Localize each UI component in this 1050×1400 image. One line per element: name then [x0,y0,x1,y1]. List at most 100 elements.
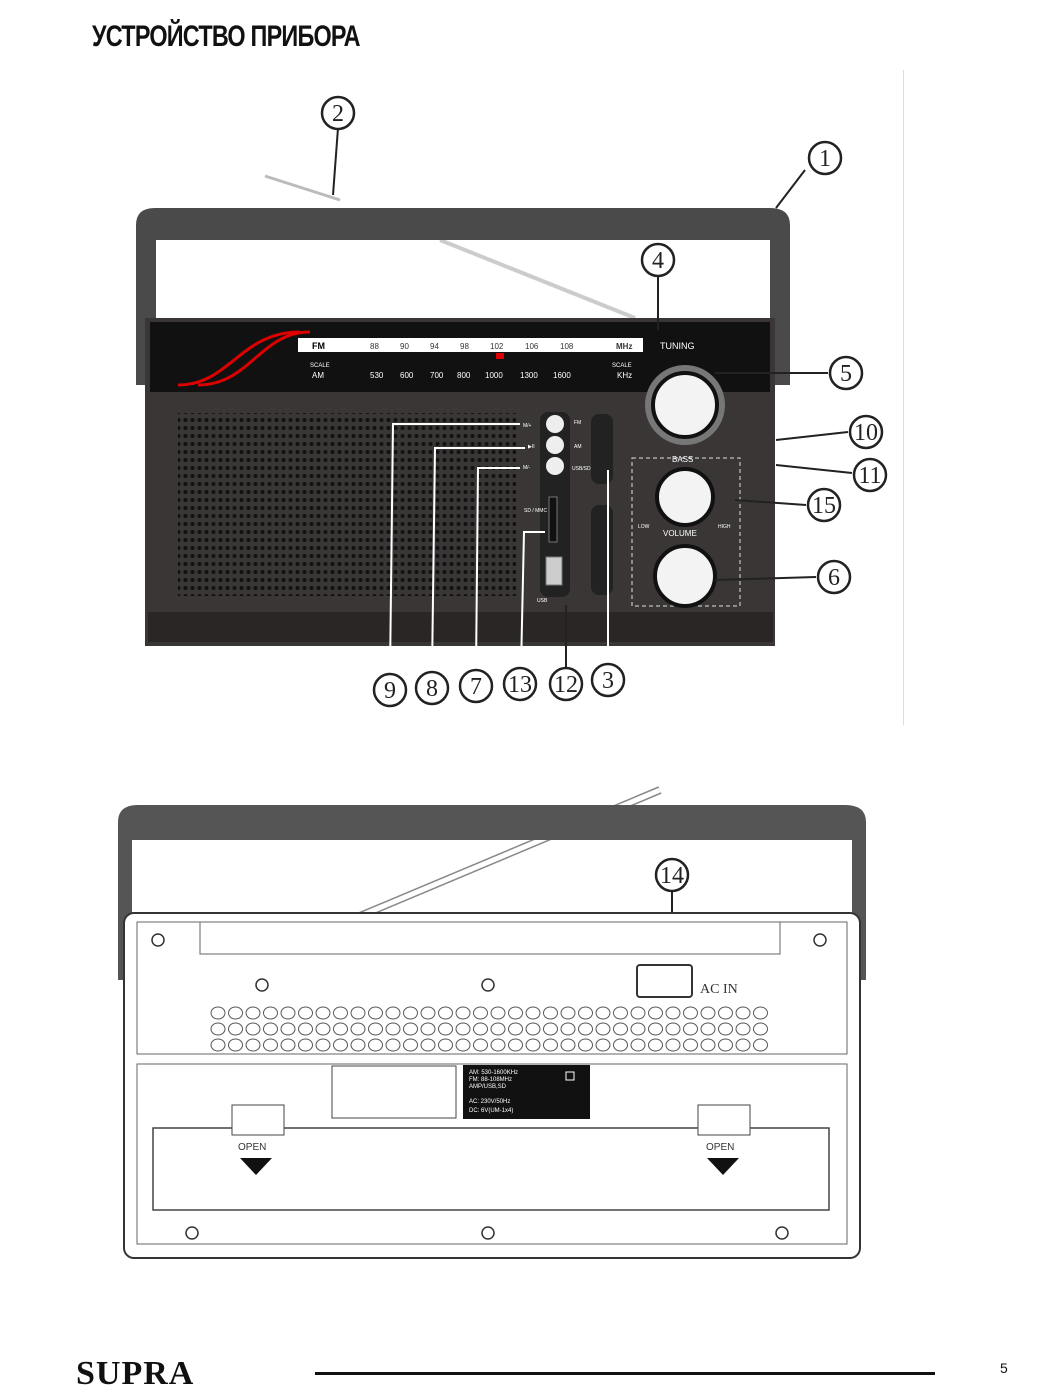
vent-hole [578,1006,593,1020]
vent-hole [420,1006,436,1020]
band-switch[interactable] [591,414,613,484]
footer-rule [315,1372,935,1375]
blank-plate [331,1065,457,1119]
vent-hole [420,1022,436,1036]
vent-hole [280,1022,296,1036]
vent-hole [385,1006,401,1020]
m-minus-button[interactable] [546,457,564,475]
callout-13: 13 [502,666,538,702]
vent-hole [595,1038,611,1052]
vent-hole [280,1038,296,1052]
button-label: M/- [523,465,531,471]
vent-hole [350,1038,366,1052]
fm-tick: 90 [400,342,409,351]
spec-line: DC: 6V(UM-1x4) [469,1108,513,1114]
vent-hole [490,1006,506,1020]
vent-hole [560,1038,576,1052]
vent-hole [455,1022,471,1036]
tuning-knob[interactable] [651,371,719,439]
button-label: ▶II [528,444,535,450]
svg-text:4: 4 [652,248,664,274]
usb-label: USB [537,598,548,604]
button-labels: M/+ ▶II M/- FM AM USB/SD SD / MMC USB [523,420,591,604]
band-label: FM [574,420,581,426]
svg-text:11: 11 [858,463,881,489]
vent-hole [753,1038,768,1052]
am-label: AM [312,371,324,380]
open-label-left: OPEN [238,1142,266,1153]
vent-hole [210,1006,226,1020]
vent-hole [508,1022,523,1036]
vent-hole [683,1006,698,1020]
svg-text:10: 10 [854,420,878,446]
svg-text:8: 8 [426,676,438,702]
vent-hole [403,1038,418,1052]
volume-label: VOLUME [663,529,697,538]
divider [903,70,904,725]
vent-hole [210,1038,226,1052]
m-plus-button[interactable] [546,415,564,433]
vent-hole [700,1022,716,1036]
rear-vents [210,1006,768,1052]
vent-hole [543,1038,558,1052]
callout-1: 1 [807,140,843,176]
switch-recess [591,505,613,595]
vent-hole [298,1006,313,1020]
vent-hole [735,1038,751,1052]
latch-left[interactable] [231,1104,285,1136]
open-arrow-icon [707,1158,739,1175]
vent-hole [473,1006,488,1020]
vent-hole [718,1038,733,1052]
bass-knob[interactable] [655,467,715,527]
callout-10: 10 [848,414,884,450]
vent-hole [228,1038,243,1052]
band-label: AM [574,444,582,450]
fm-tick: 108 [560,342,574,351]
callouts: 1 2 3 4 5 6 7 8 9 10 11 12 13 14 15 [320,95,888,893]
ac-in-socket[interactable] [636,964,693,998]
vent-hole [630,1022,646,1036]
vent-hole [665,1022,681,1036]
vent-hole [245,1022,261,1036]
vent-hole [333,1006,348,1020]
svg-text:12: 12 [554,672,578,698]
spec-text: AM: 530-1600KHz FM: 88-108MHz AMP/USB,SD… [469,1070,518,1114]
play-pause-button[interactable] [546,436,564,454]
back-view: AC IN AM: 530-1600KHz FM: 88-108MHz AMP/… [118,786,866,1259]
red-stripe [197,330,311,387]
svg-text:2: 2 [332,101,344,127]
svg-text:15: 15 [812,493,836,519]
spec-line: FM: 88-108MHz [469,1077,512,1083]
vent-hole [508,1006,523,1020]
vent-hole [350,1022,366,1036]
fm-scale-numbers: 88 90 94 98 102 106 108 MHz [370,342,632,351]
latch-right[interactable] [697,1104,751,1136]
am-tick: 800 [457,371,471,380]
callout-7: 7 [458,668,494,704]
usb-port[interactable] [545,556,563,586]
vent-hole [718,1022,733,1036]
vent-hole [368,1006,383,1020]
vent-hole [263,1022,278,1036]
am-tick: 700 [430,371,444,380]
vent-hole [228,1022,243,1036]
am-tick: 1000 [485,371,503,380]
scale-row: SCALE SCALE [310,363,632,369]
volume-knob[interactable] [653,544,717,608]
vent-hole [403,1022,418,1036]
ac-in-label: AC IN [700,982,738,997]
vent-hole [420,1038,436,1052]
battery-cover[interactable] [152,1127,830,1211]
callout-5: 5 [828,355,864,391]
callout-9: 9 [372,672,408,708]
back-lower-frame [136,1063,848,1245]
fm-tick: 94 [430,342,439,351]
vent-hole [595,1022,611,1036]
spec-label [463,1065,590,1119]
fm-tick: 98 [460,342,469,351]
svg-text:3: 3 [602,668,614,694]
open-arrow-icon [240,1158,272,1175]
sd-slot[interactable] [548,496,558,543]
sd-label: SD / MMC [524,508,547,514]
